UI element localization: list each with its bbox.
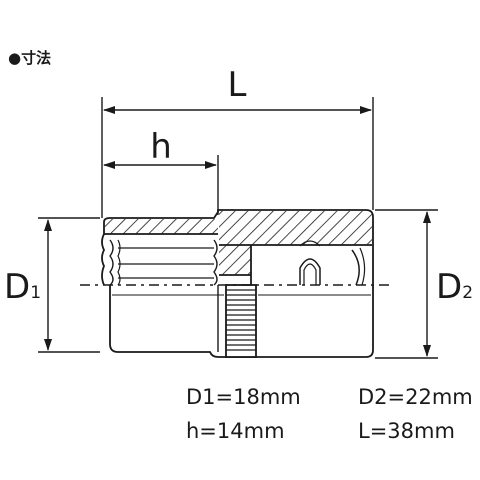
d2-dimension bbox=[375, 209, 438, 359]
length-label: L bbox=[228, 65, 247, 105]
d1-label: D1 bbox=[4, 267, 41, 307]
hatched-wall-right bbox=[219, 211, 372, 245]
d2-label: D2 bbox=[436, 267, 473, 307]
knurled-band bbox=[225, 284, 257, 358]
spec-h: h=14mm bbox=[186, 419, 285, 443]
length-dimension bbox=[101, 97, 374, 218]
hex-depth-label: h bbox=[150, 127, 172, 167]
spec-d1: D1=18mm bbox=[186, 385, 301, 409]
hatched-wall-left bbox=[105, 219, 218, 234]
hex-depth-dimension bbox=[103, 155, 219, 215]
section-heading: ●寸法 bbox=[8, 49, 51, 67]
d1-dimension bbox=[38, 217, 100, 353]
spec-l: L=38mm bbox=[358, 419, 455, 443]
spec-d2: D2=22mm bbox=[358, 385, 473, 409]
socket-drawing bbox=[101, 209, 374, 358]
hatched-wall-step bbox=[219, 245, 251, 275]
